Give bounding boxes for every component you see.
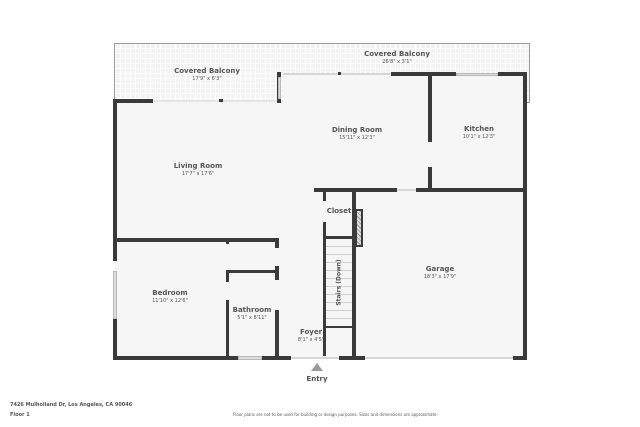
bathroom-window [238,356,262,360]
wall [113,99,153,103]
room-label-bathroom: Bathroom 5'1" x 8'11" [233,306,272,322]
wall [428,167,432,190]
wall [275,310,279,358]
wall [226,300,229,358]
room-name: Bathroom [232,306,272,314]
room-name: Bedroom [152,289,188,297]
garage-wall-hatch [355,209,363,247]
balcony-window [278,77,281,99]
room-dimensions: 5'1" x 8'11" [237,315,267,321]
wall [262,356,291,360]
balcony-door [341,73,391,75]
room-dimensions: 10'1" x 12'3" [462,134,496,140]
entry-door [291,357,339,359]
room-label-kitchen: Kitchen 10'1" x 12'3" [463,125,496,141]
room-label-balcony-left: Covered Balcony 17'9" x 6'3" [174,67,240,83]
garage-floor [355,190,524,358]
garage-door [365,357,513,359]
room-label-garage: Garage 18'3" x 17'9" [424,265,457,281]
wall [498,72,526,76]
wall [314,188,397,192]
wall [113,356,238,360]
wall [523,72,527,360]
wall [275,240,279,248]
wall [226,270,229,282]
stairs [326,240,352,326]
wall [326,236,352,239]
wall [323,192,326,201]
floor-label: Floor 1 [10,412,30,418]
living-room-floor [115,101,283,240]
triangle-up-icon [311,363,323,371]
wall [219,99,223,102]
room-name: Foyer [299,328,323,336]
room-dimensions: 8'1" x 4'5" [297,337,325,343]
room-name: Covered Balcony [174,67,240,75]
room-name: Kitchen [463,125,495,133]
wall [391,72,456,76]
wall [428,74,432,142]
room-label-bedroom: Bedroom 11'10" x 12'6" [152,289,188,305]
room-dimensions: 17'7" x 17'6" [181,171,215,177]
wall [326,326,352,328]
room-name: Garage [425,265,455,273]
wall [338,72,341,75]
room-label-balcony-right: Covered Balcony 26'8" x 3'1" [364,50,430,66]
stairs-label: Stairs (Down) [335,259,343,306]
room-name: Closet [326,207,352,215]
wall [513,356,527,360]
bedroom-floor [115,240,278,358]
wall [226,240,229,244]
balcony-door [283,73,339,75]
wall [226,270,279,273]
room-label-closet: Closet [327,207,352,216]
wall [323,222,326,356]
room-name: Living Room [173,162,223,170]
wall [416,188,527,192]
door-opening [397,189,416,191]
room-dimensions: 26'8" x 3'1" [382,59,412,65]
balcony-door [153,100,277,102]
room-dimensions: 11'10" x 12'6" [152,298,188,304]
property-address: 7426 Mulholland Dr, Los Angeles, CA 9004… [10,402,133,408]
room-dimensions: 15'11" x 12'3" [339,135,375,141]
entry-label: Entry [306,375,328,383]
room-label-dining: Dining Room 15'11" x 12'3" [332,126,382,142]
wall [352,192,356,360]
room-label-foyer: Foyer 8'1" x 4'5" [298,328,324,344]
kitchen-floor [430,74,524,190]
room-label-living: Living Room 17'7" x 17'6" [174,162,223,178]
kitchen-window [456,73,498,76]
disclaimer: Floor plans are not to be used for build… [233,412,438,417]
wall [275,266,279,280]
room-name: Covered Balcony [364,50,430,58]
room-dimensions: 17'9" x 6'3" [192,76,222,82]
room-dimensions: 18'3" x 17'9" [423,274,457,280]
bedroom-window [113,271,117,319]
wall [113,99,117,261]
wall [113,238,279,242]
room-name: Dining Room [331,126,383,134]
wall [113,319,117,360]
